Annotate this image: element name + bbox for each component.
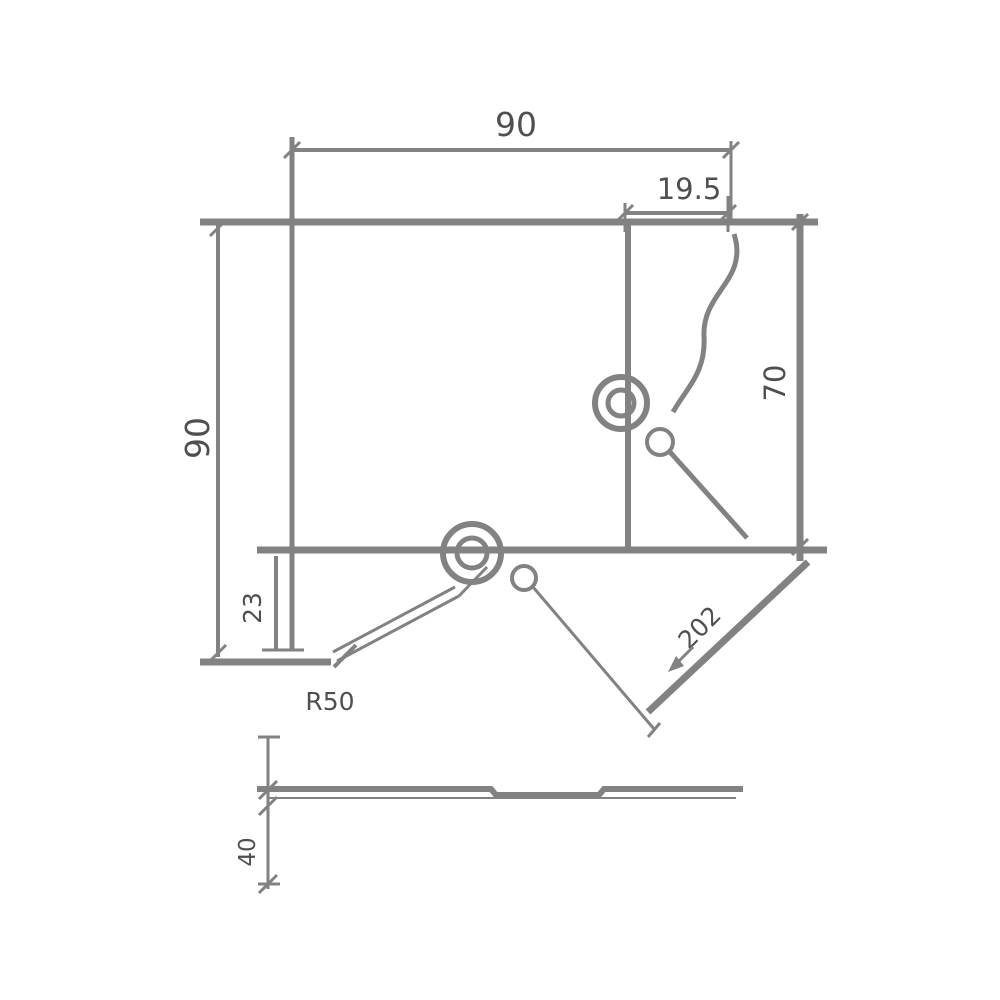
right-dim-tick-bottom [790,537,810,557]
radius-leader-upper [332,585,456,654]
upper-drain-inner-circle [605,387,637,419]
top-offset-label: 19.5 [657,172,722,206]
diagonal-label-arrowhead [668,656,684,672]
upper-drain-small-circle [645,427,675,457]
left-step-label: 23 [238,592,267,624]
diagonal-cut-edge [645,559,811,715]
profile-oblique-tick-upper [257,779,279,801]
center-drain-inner-circle [454,535,490,571]
left-dim-tick-bottom [208,643,228,663]
profile-oblique-tick-lower [257,795,279,817]
left-height-label: 90 [178,417,217,459]
upper-drain-leader [668,450,749,540]
center-drain-leader [531,586,656,730]
left-dim-tick-top [208,218,228,238]
profile-bottom-oblique-tick [257,873,279,895]
profile-height-label: 40 [235,837,261,866]
top-dim-tick-left [282,140,302,160]
offset-tick-right [718,203,738,223]
right-height-label: 70 [758,365,792,402]
top-width-label: 90 [495,105,537,144]
top-dim-tick-right [721,140,741,160]
right-dim-tick-top [790,212,810,232]
corner-radius-label: R50 [305,687,354,716]
radius-leader-lower [336,594,460,663]
profile-surface-line [257,786,743,798]
hose-curve [670,233,740,414]
upper-drain-outer-circle [592,374,650,432]
center-drain-leader-tick [646,722,662,738]
center-drain-small-circle [510,564,538,592]
offset-tick-left [615,203,635,223]
radius-leader-end [457,565,489,598]
